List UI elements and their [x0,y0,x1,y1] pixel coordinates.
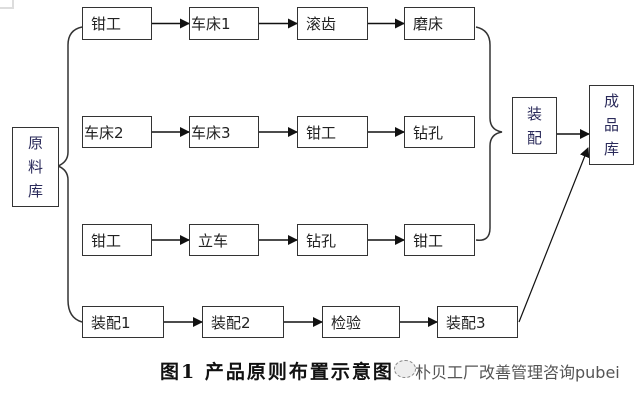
raw-material-char: 原 [27,134,43,152]
finished-char: 品 [603,116,619,134]
process-step-label: 钻孔 [413,123,444,142]
process-step-box: 装配3 [437,306,518,338]
process-step-label: 装配1 [91,313,131,332]
process-step-box: 钳工 [82,7,152,40]
process-step-label: 装配3 [446,313,486,332]
process-step-box: 钳工 [404,224,475,256]
corner-artifact [0,0,14,9]
arrow-assembly3-to-finished [518,147,590,323]
process-step-label: 钳工 [306,123,337,142]
process-step-box: 装配1 [82,306,164,338]
raw-material-char: 库 [27,182,43,200]
assembly-char: 装 [526,104,542,123]
process-step-box: 钻孔 [297,224,368,256]
process-step-box: 磨床 [404,7,475,40]
watermark-text: 朴贝工厂改善管理咨询pubei [415,363,620,382]
process-step-box: 车床1 [189,7,259,40]
finished-char: 库 [603,140,619,158]
process-step-box: 钳工 [297,116,368,148]
process-step-box: 立车 [189,224,259,256]
process-step-box: 车床3 [189,116,259,148]
process-step-label: 车床3 [191,123,231,142]
raw-material-char: 料 [27,158,43,176]
process-step-label: 立车 [198,231,229,250]
figure-caption: 图1 产品原则布置示意图 [160,361,394,383]
assembly-char: 配 [526,128,542,147]
process-step-box: 检验 [322,306,400,338]
process-step-box: 钳工 [82,224,152,256]
finished-char: 成 [603,92,619,110]
raw-material-store: 原 料 库 [12,127,59,207]
process-step-box: 装配2 [202,306,284,338]
process-step-label: 钳工 [413,231,444,250]
process-step-label: 磨床 [413,15,444,33]
process-step-label: 车床2 [84,123,124,142]
process-step-label: 检验 [331,313,362,332]
assembly-brace [475,26,503,241]
process-step-box: 车床2 [82,116,152,148]
finished-goods-store: 成 品 库 [589,85,634,165]
process-step-label: 钳工 [91,231,122,250]
process-step-box: 钻孔 [404,116,475,148]
process-step-label: 钻孔 [306,231,337,250]
process-step-label: 钳工 [91,15,122,33]
process-step-label: 装配2 [211,313,251,332]
source-brace [55,26,83,323]
assembly-station: 装 配 [512,97,557,154]
wechat-icon [394,360,416,378]
process-step-label: 滚齿 [306,15,337,33]
process-step-label: 车床1 [191,15,231,33]
process-step-box: 滚齿 [297,7,368,40]
